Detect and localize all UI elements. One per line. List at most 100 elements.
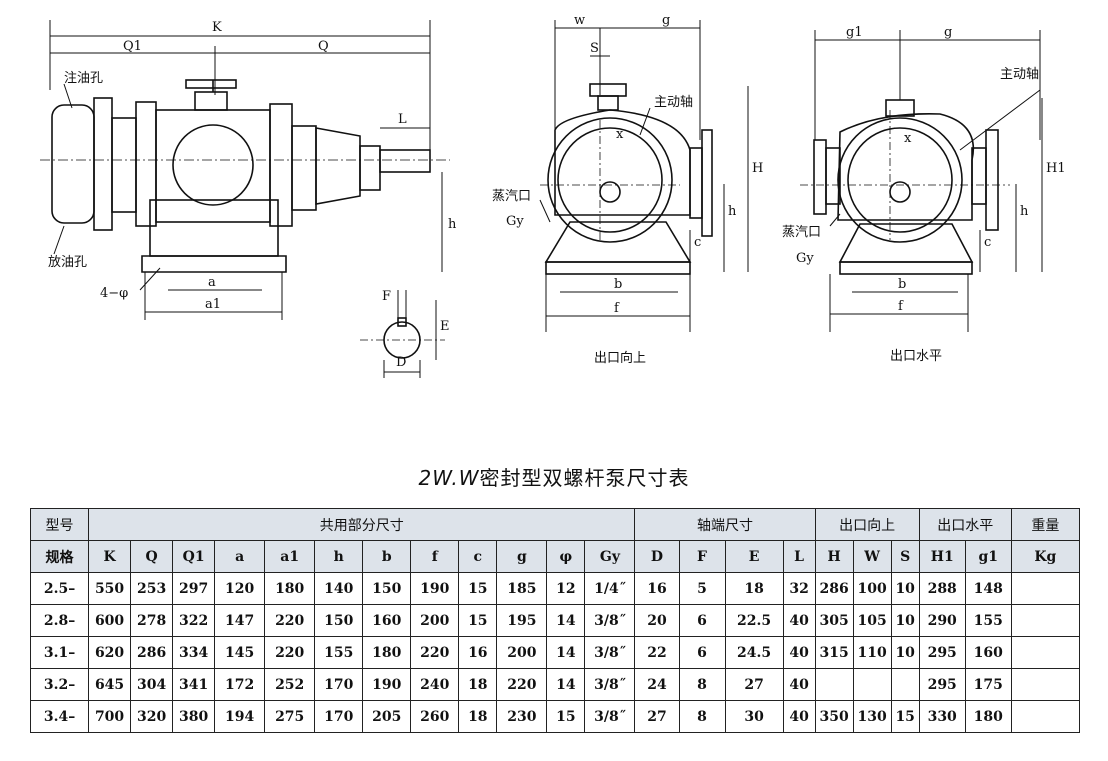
table-cell: 288 bbox=[918, 572, 966, 605]
table-cell: 185 bbox=[496, 572, 548, 605]
col-header: D bbox=[634, 540, 680, 573]
table-cell: 40 bbox=[782, 636, 816, 669]
dim-K: K bbox=[212, 20, 222, 35]
front-view-outlet-up bbox=[539, 20, 749, 332]
table-cell: 190 bbox=[410, 572, 460, 605]
note-oil-fill: 注油孔 bbox=[64, 71, 103, 86]
dim-h-mid: h bbox=[728, 204, 737, 219]
dim-g1: g1 bbox=[846, 25, 863, 40]
table-cell: 172 bbox=[214, 668, 266, 701]
table-cell: 550 bbox=[88, 572, 132, 605]
table-cell: 380 bbox=[172, 700, 216, 733]
dim-c-right: c bbox=[984, 235, 991, 250]
table-cell: 1/4˝ bbox=[584, 572, 636, 605]
table-cell: 600 bbox=[88, 604, 132, 637]
table-cell: 230 bbox=[496, 700, 548, 733]
table-cell: 14 bbox=[546, 636, 586, 669]
table-cell: 220 bbox=[410, 636, 460, 669]
table-cell: 220 bbox=[496, 668, 548, 701]
table-cell: 180 bbox=[264, 572, 316, 605]
table-cell: 253 bbox=[130, 572, 174, 605]
table-cell: 27 bbox=[634, 700, 680, 733]
table-cell: 180 bbox=[362, 636, 412, 669]
header-outlet-horizontal: 出口水平 bbox=[918, 508, 1012, 541]
front-view-outlet-horizontal bbox=[800, 30, 1043, 332]
table-cell: 147 bbox=[214, 604, 266, 637]
table-cell: 200 bbox=[410, 604, 460, 637]
table-cell: 27 bbox=[724, 668, 784, 701]
header-outlet-up: 出口向上 bbox=[814, 508, 920, 541]
dim-h: h bbox=[448, 217, 457, 232]
caption-outlet-horizontal: 出口水平 bbox=[890, 349, 942, 364]
caption-outlet-up: 出口向上 bbox=[594, 350, 646, 366]
note-oil-drain: 放油孔 bbox=[48, 255, 87, 270]
dim-x-right: x bbox=[904, 131, 912, 146]
dim-w: w bbox=[574, 13, 585, 28]
table-cell: 40 bbox=[782, 668, 816, 701]
table-cell: 3/8˝ bbox=[584, 636, 636, 669]
table-cell: 120 bbox=[214, 572, 266, 605]
table-cell: 645 bbox=[88, 668, 132, 701]
col-header: h bbox=[314, 540, 364, 573]
table-cell: 315 bbox=[814, 636, 854, 669]
col-header: c bbox=[458, 540, 498, 573]
row-model: 3.1– bbox=[29, 636, 90, 669]
col-header: H bbox=[814, 540, 854, 573]
table-cell: 240 bbox=[410, 668, 460, 701]
table-cell: 200 bbox=[496, 636, 548, 669]
table-cell: 330 bbox=[918, 700, 966, 733]
dim-holes: 4−φ bbox=[100, 286, 128, 301]
table-cell: 16 bbox=[634, 572, 680, 605]
table-cell: 40 bbox=[782, 604, 816, 637]
table-cell: 15 bbox=[546, 700, 586, 733]
table-cell: 220 bbox=[264, 604, 316, 637]
table-cell: 110 bbox=[852, 636, 892, 669]
table-cell: 15 bbox=[458, 604, 498, 637]
table-cell: 32 bbox=[782, 572, 816, 605]
col-header: g bbox=[496, 540, 548, 573]
note-steam-port-right: 蒸汽口 bbox=[782, 225, 821, 240]
table-cell: 24.5 bbox=[724, 636, 784, 669]
table-cell: 170 bbox=[314, 668, 364, 701]
dim-f: f bbox=[614, 301, 620, 316]
col-header: f bbox=[410, 540, 460, 573]
table-cell: 130 bbox=[852, 700, 892, 733]
dim-a: a bbox=[208, 275, 216, 290]
table-cell: 100 bbox=[852, 572, 892, 605]
table-cell: 30 bbox=[724, 700, 784, 733]
dim-c: c bbox=[694, 235, 701, 250]
table-cell: 15 bbox=[890, 700, 920, 733]
dim-Q: Q bbox=[318, 39, 329, 54]
table-cell: 40 bbox=[782, 700, 816, 733]
table-cell: 145 bbox=[214, 636, 266, 669]
dim-Gy: Gy bbox=[506, 214, 524, 229]
col-header: Q bbox=[130, 540, 174, 573]
col-header: L bbox=[782, 540, 816, 573]
table-cell: 160 bbox=[362, 604, 412, 637]
header-weight: 重量 bbox=[1010, 508, 1081, 541]
header-model-line2: 规格 bbox=[29, 540, 90, 573]
col-header: E bbox=[724, 540, 784, 573]
row-model: 3.2– bbox=[29, 668, 90, 701]
table-cell: 12 bbox=[546, 572, 586, 605]
table-cell: 148 bbox=[964, 572, 1012, 605]
col-header: Q1 bbox=[172, 540, 216, 573]
table-cell: 155 bbox=[964, 604, 1012, 637]
table-cell: 350 bbox=[814, 700, 854, 733]
table-cell: 275 bbox=[264, 700, 316, 733]
table-cell bbox=[890, 668, 920, 701]
table-cell: 286 bbox=[130, 636, 174, 669]
note-steam-port: 蒸汽口 bbox=[492, 189, 531, 204]
table-cell bbox=[852, 668, 892, 701]
dim-S: S bbox=[590, 41, 599, 56]
table-cell bbox=[1010, 700, 1081, 733]
table-cell: 8 bbox=[678, 668, 726, 701]
col-header: a bbox=[214, 540, 266, 573]
table-cell: 15 bbox=[458, 572, 498, 605]
table-cell: 3/8˝ bbox=[584, 700, 636, 733]
note-drive-shaft: 主动轴 bbox=[654, 95, 693, 110]
table-cell: 20 bbox=[634, 604, 680, 637]
